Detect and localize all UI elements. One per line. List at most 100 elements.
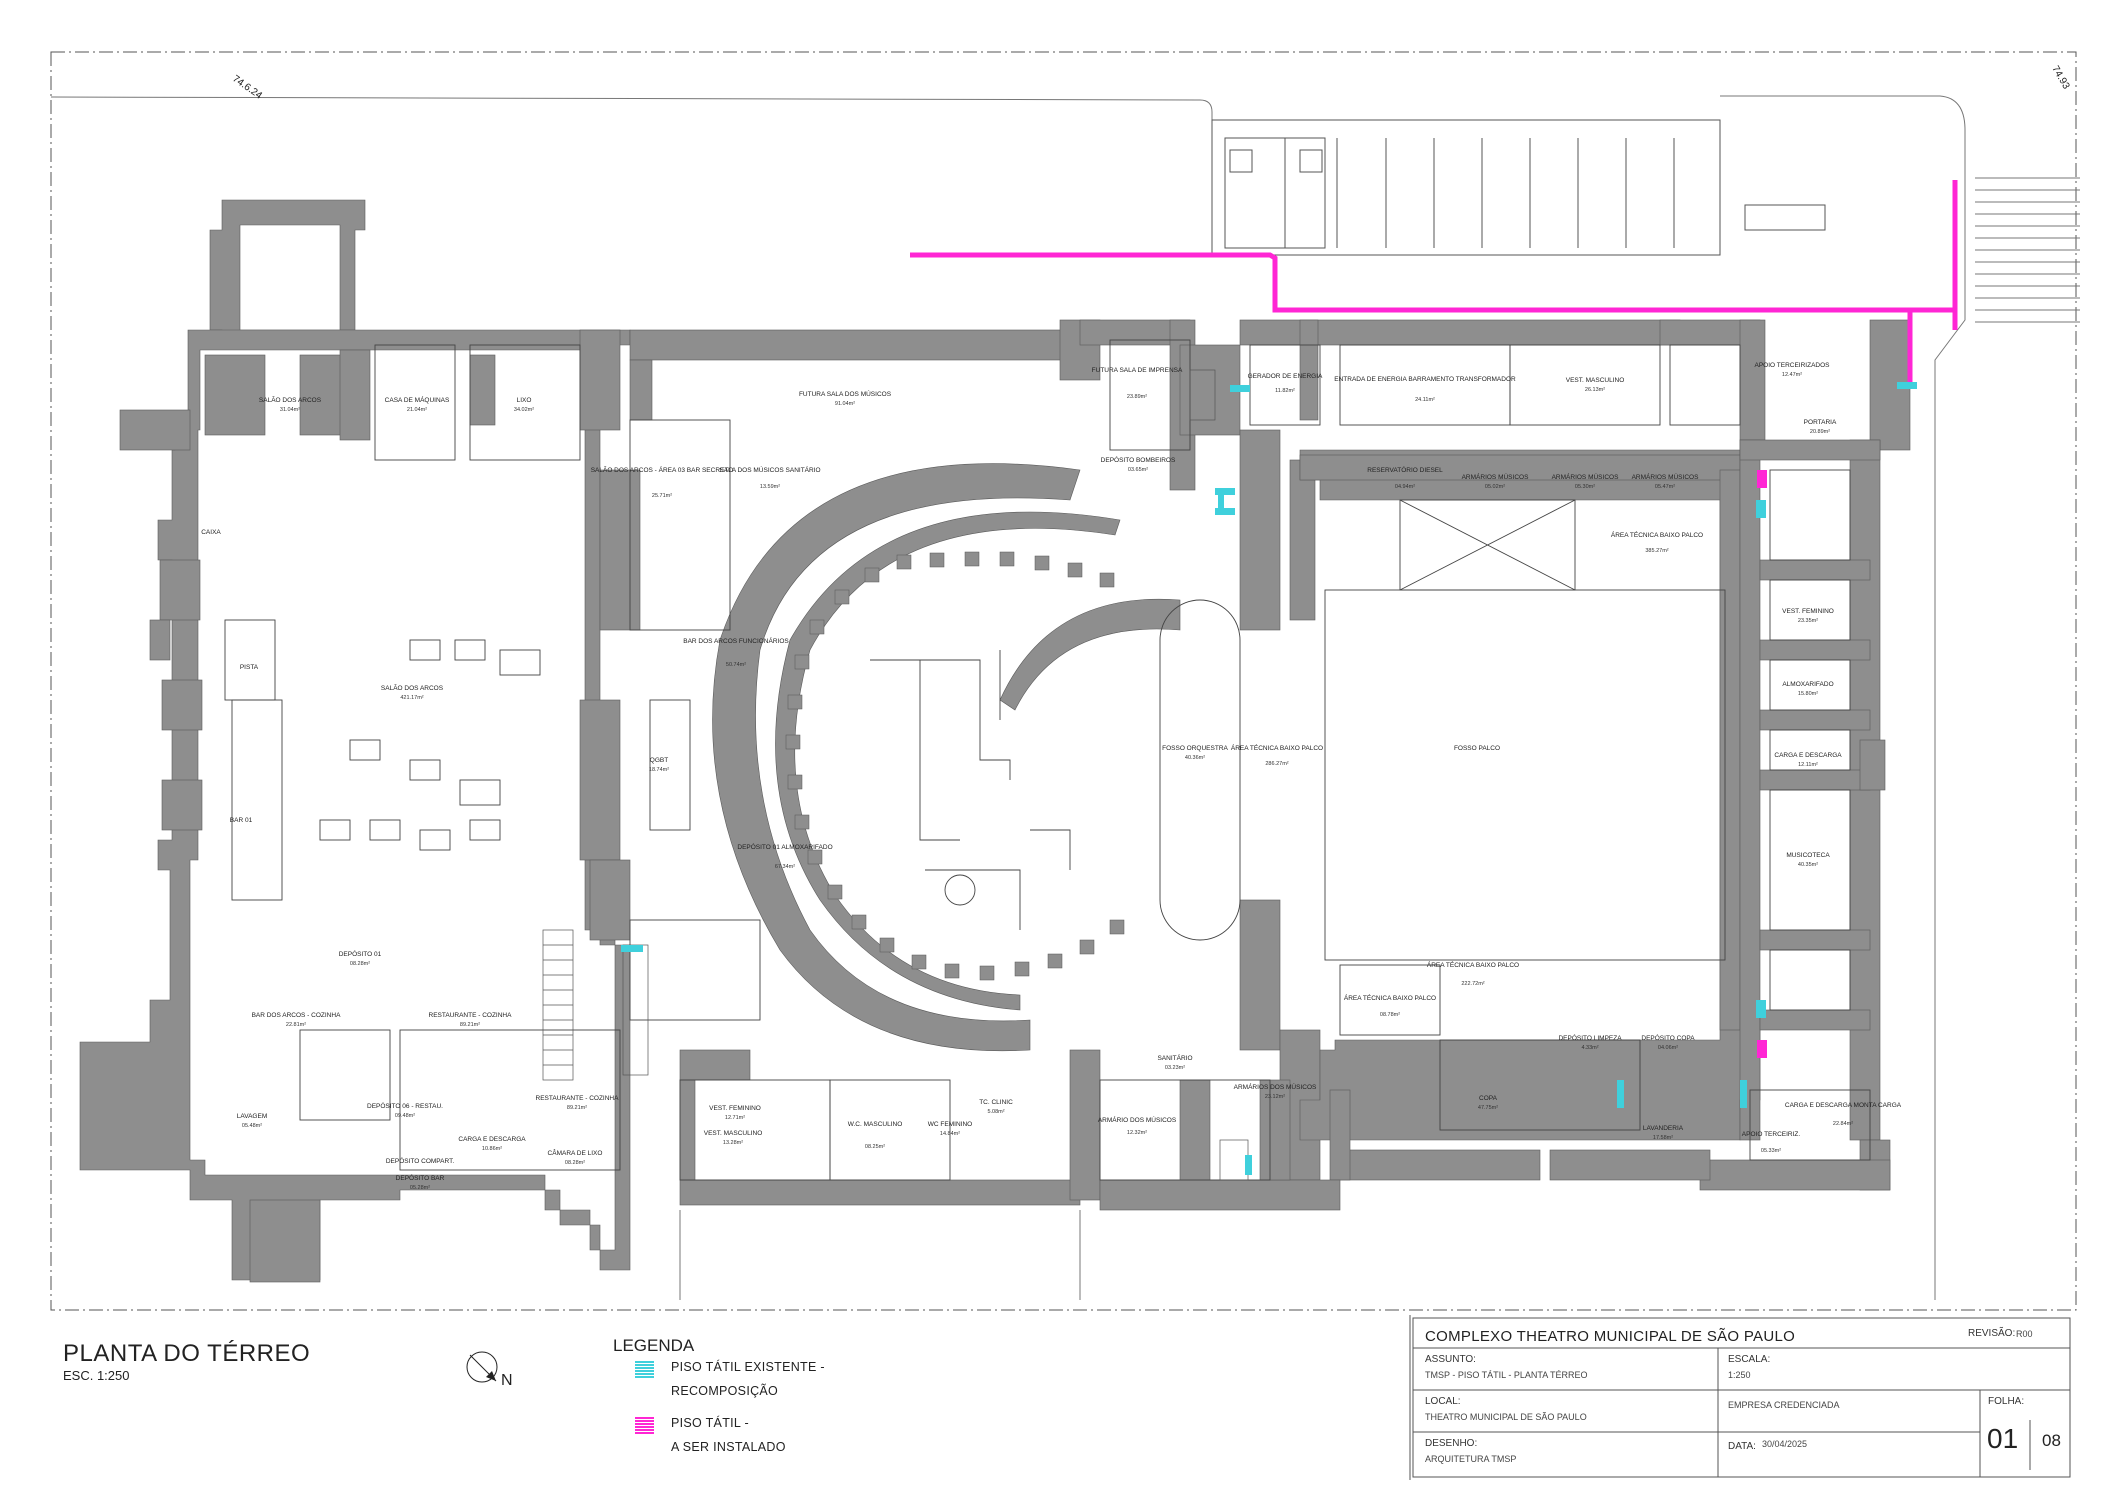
revision-label: REVISÃO: [1968, 1328, 2016, 1339]
room-name: ARMÁRIO DOS MÚSICOS [1098, 1115, 1177, 1124]
room-area: 23.12m² [1265, 1094, 1285, 1100]
legend-item-existing-line1: PISO TÁTIL EXISTENTE - [671, 1360, 825, 1374]
room-name: CARGA E DESCARGA MONTA CARGA [1785, 1102, 1902, 1109]
room-area: 05.48m² [242, 1123, 262, 1129]
room-name: CARGA E DESCARGA [458, 1136, 526, 1143]
room-name: VEST. MASCULINO [1566, 377, 1625, 384]
dimension-right: 74.93 [2049, 64, 2071, 92]
room-name: SALÃO DOS ARCOS - ÁREA 03 BAR SECRETO [591, 465, 734, 474]
plan-scale: ESC. 1:250 [63, 1368, 130, 1383]
room-name: CÂMARA DE LIXO [548, 1148, 603, 1157]
room-area: 12.32m² [1127, 1130, 1147, 1136]
room-name: MUSICOTECA [1786, 852, 1830, 859]
room-name: CARGA E DESCARGA [1774, 752, 1842, 759]
auditorium-blocks [785, 551, 1125, 981]
north-arrow-icon [466, 1351, 498, 1383]
room-area: 12.47m² [1782, 372, 1802, 378]
room-area: 11.82m² [1275, 388, 1295, 394]
sheet-label: FOLHA: [1988, 1396, 2025, 1407]
room-name: WC FEMININO [928, 1121, 972, 1128]
building-walls [79, 199, 1911, 1283]
room-area: 17.58m² [1653, 1135, 1673, 1141]
room-name: BAR 01 [230, 817, 253, 824]
room-area: 04.94m² [1395, 484, 1415, 490]
room-name: BAR DOS ARCOS FUNCIONÁRIOS [683, 636, 789, 645]
room-area: 20.89m² [1810, 429, 1830, 435]
room-area: 47.75m² [1478, 1105, 1498, 1111]
room-area: 08.28m² [565, 1160, 585, 1166]
room-area: 10.86m² [482, 1146, 502, 1152]
date-label: DATA: [1728, 1441, 1756, 1452]
tactile-new-path [910, 180, 1958, 385]
room-name: ENTRADA DE ENERGIA BARRAMENTO TRANSFORMA… [1334, 376, 1516, 383]
scale-value: 1:250 [1728, 1370, 1751, 1380]
room-area: 03.65m² [1128, 467, 1148, 473]
room-name: ÁREA TÉCNICA BAIXO PALCO [1231, 743, 1323, 752]
room-area: 22.84m² [1833, 1121, 1853, 1127]
north-label: N [501, 1372, 513, 1389]
room-name: VEST. FEMININO [709, 1105, 761, 1112]
room-area: 50.74m² [726, 662, 746, 668]
room-area: 421.17m² [400, 695, 423, 701]
room-name: SANITÁRIO [1157, 1053, 1192, 1062]
room-name: W.C. MASCULINO [848, 1121, 903, 1128]
subject-value: TMSP - PISO TÁTIL - PLANTA TÉRREO [1425, 1370, 1588, 1380]
room-area: 12.11m² [1798, 762, 1818, 768]
room-name: BAR DOS ARCOS - COZINHA [252, 1012, 342, 1019]
interior-lines [224, 339, 1871, 1181]
room-name: ARMÁRIOS DOS MÚSICOS [1234, 1082, 1317, 1091]
room-name: RESTAURANTE - COZINHA [536, 1095, 620, 1102]
room-area: 23.35m² [1798, 618, 1818, 624]
room-name: PORTARIA [1804, 419, 1837, 426]
project-title: COMPLEXO THEATRO MUNICIPAL DE SÃO PAULO [1425, 1328, 1796, 1345]
room-name: DEPÓSITO 06 - RESTAU. [367, 1101, 443, 1110]
room-name: ÁREA TÉCNICA BAIXO PALCO [1611, 530, 1703, 539]
room-name: SALA DOS MÚSICOS SANITÁRIO [719, 465, 820, 474]
room-area: 89.21m² [567, 1105, 587, 1111]
room-name: APOIO TERCEIRIZADOS [1754, 362, 1830, 369]
room-area: 12.71m² [725, 1115, 745, 1121]
room-area: 25.71m² [652, 493, 672, 499]
room-name: ARMÁRIOS MÚSICOS [1632, 472, 1699, 481]
room-area: 08.78m² [1380, 1012, 1400, 1018]
date-value: 30/04/2025 [1762, 1439, 1808, 1449]
sheet-border [50, 51, 2077, 1311]
room-area: 09.48m² [395, 1113, 415, 1119]
room-name: PISTA [240, 664, 259, 671]
room-name: TC. CLINIC [979, 1099, 1013, 1106]
drawing-label: DESENHO: [1425, 1438, 1478, 1449]
room-name: DEPÓSITO COPA [1641, 1033, 1695, 1042]
room-name: CASA DE MÁQUINAS [385, 395, 450, 404]
subject-label: ASSUNTO: [1425, 1354, 1476, 1365]
room-name: ARMÁRIOS MÚSICOS [1552, 472, 1619, 481]
room-area: 40.36m² [1185, 755, 1205, 761]
legend-item-new-line1: PISO TÁTIL - [671, 1416, 749, 1430]
room-area: 4.33m² [1581, 1045, 1598, 1051]
room-name: RESTAURANTE - COZINHA [429, 1012, 513, 1019]
room-area: 91.04m² [835, 401, 855, 407]
legend-item-existing-line2: RECOMPOSIÇÃO [671, 1384, 779, 1398]
room-area: 08.25m² [865, 1144, 885, 1150]
room-area: 13.28m² [723, 1140, 743, 1146]
room-area: 05.28m² [410, 1185, 430, 1191]
room-name: VEST. MASCULINO [704, 1130, 763, 1137]
tactile-new-marks [1757, 470, 1767, 1058]
legend-item-new-line2: A SER INSTALADO [671, 1440, 786, 1454]
sheet-total: 08 [2042, 1431, 2061, 1450]
scale-label: ESCALA: [1728, 1354, 1771, 1365]
room-area: 5.08m² [987, 1109, 1004, 1115]
room-name: FUTURA SALA DOS MÚSICOS [799, 389, 892, 398]
room-area: 34.02m² [514, 407, 534, 413]
room-area: 24.11m² [1415, 397, 1435, 403]
plan-title: PLANTA DO TÉRREO [63, 1340, 311, 1367]
crosswalk [1975, 177, 2080, 323]
room-area: 03.23m² [1165, 1065, 1185, 1071]
room-area: 14.84m² [940, 1131, 960, 1137]
room-name: SALÃO DOS ARCOS [381, 683, 444, 692]
room-name: ÁREA TÉCNICA BAIXO PALCO [1427, 960, 1519, 969]
room-name: DEPÓSITO COMPART. [386, 1156, 454, 1165]
room-area: 22.81m² [286, 1022, 306, 1028]
room-area: 15.80m² [1798, 691, 1818, 697]
room-area: 18.74m² [649, 767, 669, 773]
